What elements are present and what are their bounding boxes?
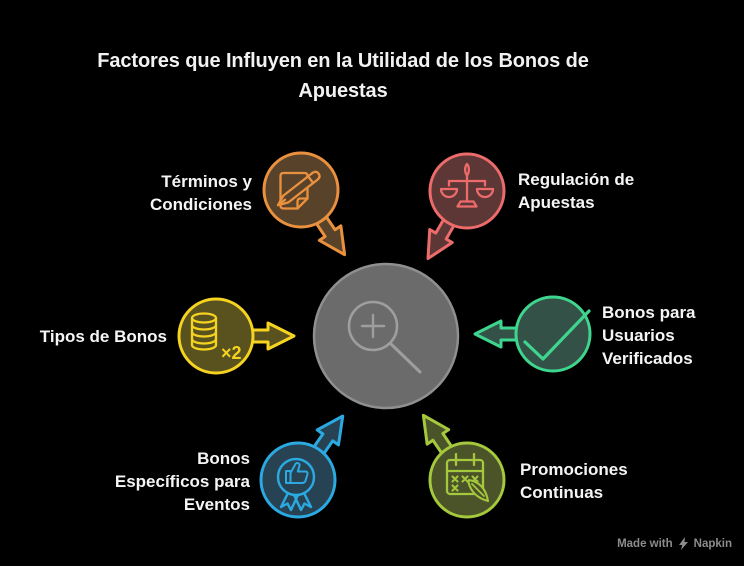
zoom-in-magnifier-icon bbox=[347, 300, 422, 374]
node-circle bbox=[259, 441, 337, 519]
napkin-watermark[interactable]: Made with Napkin bbox=[617, 537, 732, 550]
watermark-brand: Napkin bbox=[693, 537, 732, 550]
label-eventos: Bonos Específicos para Eventos bbox=[114, 449, 250, 514]
page-title: Factores que Influyen en la Utilidad de … bbox=[97, 50, 589, 102]
node-eventos bbox=[259, 414, 345, 519]
thumbs-up-award-icon bbox=[276, 457, 316, 512]
center-circle bbox=[312, 262, 460, 410]
node-regulacion bbox=[426, 152, 506, 261]
node-verificados bbox=[473, 295, 592, 373]
coin-multiplier-badge: ×2 bbox=[221, 343, 242, 363]
center-hub bbox=[312, 262, 460, 410]
node-terminos bbox=[262, 151, 347, 257]
node-circle bbox=[514, 295, 592, 373]
label-promociones: Promociones Continuas bbox=[520, 460, 628, 502]
node-promociones bbox=[421, 413, 506, 519]
calendar-icon bbox=[445, 452, 490, 503]
label-tipos: Tipos de Bonos bbox=[39, 327, 167, 346]
label-regulacion: Regulación de Apuestas bbox=[518, 170, 635, 212]
napkin-logo-icon bbox=[678, 537, 688, 550]
label-verificados: Bonos para Usuarios Verificados bbox=[602, 303, 696, 368]
node-tipos: ×2 bbox=[177, 297, 296, 375]
checkmark-icon bbox=[523, 309, 591, 361]
coin-stack-icon bbox=[190, 312, 218, 351]
document-pen-icon bbox=[276, 170, 321, 210]
scales-of-justice-icon bbox=[439, 162, 495, 208]
label-terminos: Términos y Condiciones bbox=[149, 172, 252, 214]
watermark-prefix: Made with bbox=[617, 537, 673, 550]
